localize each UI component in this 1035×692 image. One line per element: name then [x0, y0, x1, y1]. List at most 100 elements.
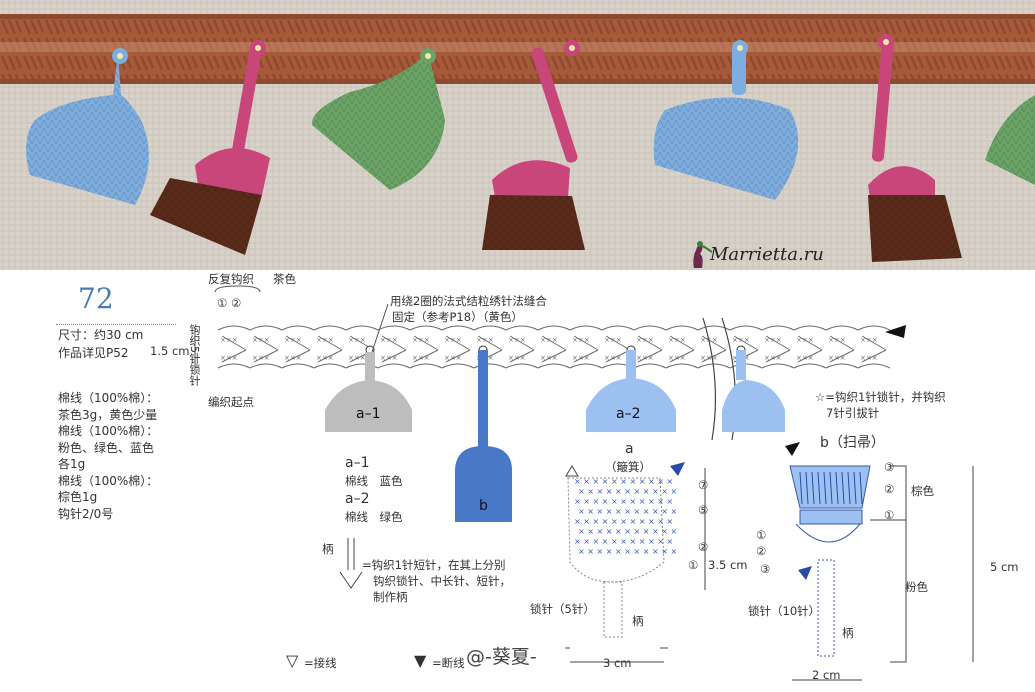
- band-x-mark: ×××: [444, 354, 462, 362]
- band-x-mark: ×××: [380, 336, 398, 344]
- chart-a-row-7: ⑦: [698, 478, 709, 492]
- band-chain-top: [537, 325, 571, 331]
- sew-note-leader: [371, 303, 389, 353]
- band-stitch: [701, 335, 727, 363]
- band-x-mark: ×××: [604, 354, 622, 362]
- band-x-mark: ×××: [764, 336, 782, 344]
- band-x-mark: ×××: [508, 336, 526, 344]
- chart-a-stitch-row: × × × × × × × × × × ×: [574, 537, 673, 546]
- chart-a-row-5: ⑤: [698, 503, 709, 517]
- band-x-mark: ×××: [828, 354, 846, 362]
- chart-a-row-2: ②: [698, 540, 709, 554]
- handle-note-line2: 钩织锁针、中长针、短针，: [373, 574, 511, 588]
- cut-text: =断线: [432, 656, 465, 670]
- size-text: 尺寸：约30 cm: [58, 328, 144, 342]
- band-stitch: [541, 335, 567, 363]
- chart-b-stitch: [859, 471, 863, 505]
- band-stitch: [797, 335, 823, 363]
- band-x-mark: ×××: [444, 336, 462, 344]
- handle-note-line1: =钩织1针短针，在其上分别: [362, 558, 506, 572]
- band-chain-bottom: [505, 363, 539, 369]
- chart-a-height: 3.5 cm: [708, 558, 748, 572]
- band-x-mark: ×××: [380, 354, 398, 362]
- chart-b-height: 5 cm: [990, 560, 1019, 574]
- band-x-mark: ×××: [636, 336, 654, 344]
- band-chain-bottom: [633, 363, 667, 369]
- band-x-mark: ×××: [220, 336, 238, 344]
- band-x-mark: ×××: [796, 354, 814, 362]
- band-chain-top: [825, 325, 859, 331]
- band-stitch: [413, 335, 439, 363]
- chart-b-cut-marker: [785, 442, 800, 456]
- watermark-figure-icon: [693, 241, 713, 268]
- band-chain-bottom: [569, 363, 603, 369]
- band-x-mark: ×××: [668, 354, 686, 362]
- band-chain-bottom: [761, 363, 795, 369]
- materials-line: 棉线（100%棉）：: [58, 424, 159, 438]
- band-x-mark: ×××: [572, 336, 590, 344]
- chart-b-handle-label: 柄: [842, 626, 854, 640]
- chart-a-width-line: [565, 647, 668, 663]
- chart-b-width: 2 cm: [812, 668, 841, 682]
- band-x-mark: ×××: [348, 354, 366, 362]
- band-chain-bottom: [537, 363, 571, 369]
- band-x-mark: ×××: [860, 336, 878, 344]
- chart-a-handle-label: 柄: [632, 614, 644, 628]
- diagram-drawing: ××××××××××××××××××××××××××××××××××××××××…: [194, 285, 974, 681]
- band-x-mark: ×××: [476, 336, 494, 344]
- band-stitch: [765, 335, 791, 363]
- handle-note-line3: 制作柄: [373, 590, 408, 604]
- cut-symbol: ▼: [414, 651, 427, 670]
- start-point-label: 编织起点: [208, 395, 254, 409]
- chart-a-subtitle: （簸箕）: [605, 460, 651, 474]
- chart-b-diagram: ××××××××: [785, 442, 974, 681]
- chart-b-chain-label: 锁针（10针）: [748, 604, 821, 618]
- band-chain-bottom: [697, 363, 731, 369]
- band-chain-top: [601, 325, 635, 331]
- band-chain-top: [761, 325, 795, 331]
- band-stitch: [317, 335, 343, 363]
- band-x-mark: ×××: [668, 336, 686, 344]
- chart-a-row-1: ①: [688, 558, 699, 572]
- band-chain-top: [377, 325, 411, 331]
- band-x-mark: ×××: [412, 354, 430, 362]
- chart-a-stitch-row: × × × × × × × × × × ×: [578, 507, 677, 516]
- star-note-line2: 7针引拔针: [826, 406, 880, 420]
- diagram-pattern-72: 72 尺寸：约30 cm 作品详见P52 棉线（100%棉）： 茶色3g，黄色少…: [0, 270, 1035, 692]
- shape-b-broom: b: [455, 350, 512, 522]
- handle-note-symbol: [339, 538, 363, 589]
- band-chain-top: [473, 325, 507, 331]
- header-divider: [56, 324, 176, 325]
- band-stitch: [381, 335, 407, 363]
- chart-a-stitch-row: × × × × × × × × × × ×: [578, 487, 677, 496]
- repeat-brace: [214, 285, 261, 293]
- chart-b-stitch: [805, 471, 809, 505]
- sew-note-line1: 用绕2圈的法式结粒绣针法缝合: [390, 294, 547, 308]
- band-stitch: [221, 335, 247, 363]
- band-chain-bottom: [473, 363, 507, 369]
- band-x-mark: ×××: [348, 336, 366, 344]
- band-x-mark: ×××: [860, 354, 878, 362]
- materials-line: 茶色3g，黄色少量: [58, 407, 158, 422]
- band-stitch: [861, 335, 887, 363]
- chart-b-row-r1: ①: [884, 508, 895, 522]
- join-symbol: ▽: [286, 651, 299, 670]
- band-x-mark: ×××: [572, 354, 590, 362]
- chart-b-stitch: [841, 471, 845, 505]
- detail-text: 作品详见P52: [58, 346, 129, 360]
- cut-marker-band: [885, 325, 906, 338]
- band-x-mark: ×××: [540, 354, 558, 362]
- chart-b-stitch: [835, 471, 839, 505]
- shape-a2-label: a–2: [616, 406, 641, 422]
- band-x-mark: ×××: [828, 336, 846, 344]
- chart-b-stitch: [817, 471, 821, 505]
- band-chain-bottom: [825, 363, 859, 369]
- photo-dustpan-blue-1: [26, 48, 149, 205]
- band-stitch: [509, 335, 535, 363]
- chart-b-row-l3: ③: [760, 562, 771, 576]
- chart-a-chain-label: 锁针（5针）: [530, 602, 595, 616]
- band-stitch: [829, 335, 855, 363]
- chart-a-stitch-row: × × × × × × × × × × ×: [574, 477, 673, 486]
- band-chain-bottom: [249, 363, 283, 369]
- band-x-mark: ×××: [508, 354, 526, 362]
